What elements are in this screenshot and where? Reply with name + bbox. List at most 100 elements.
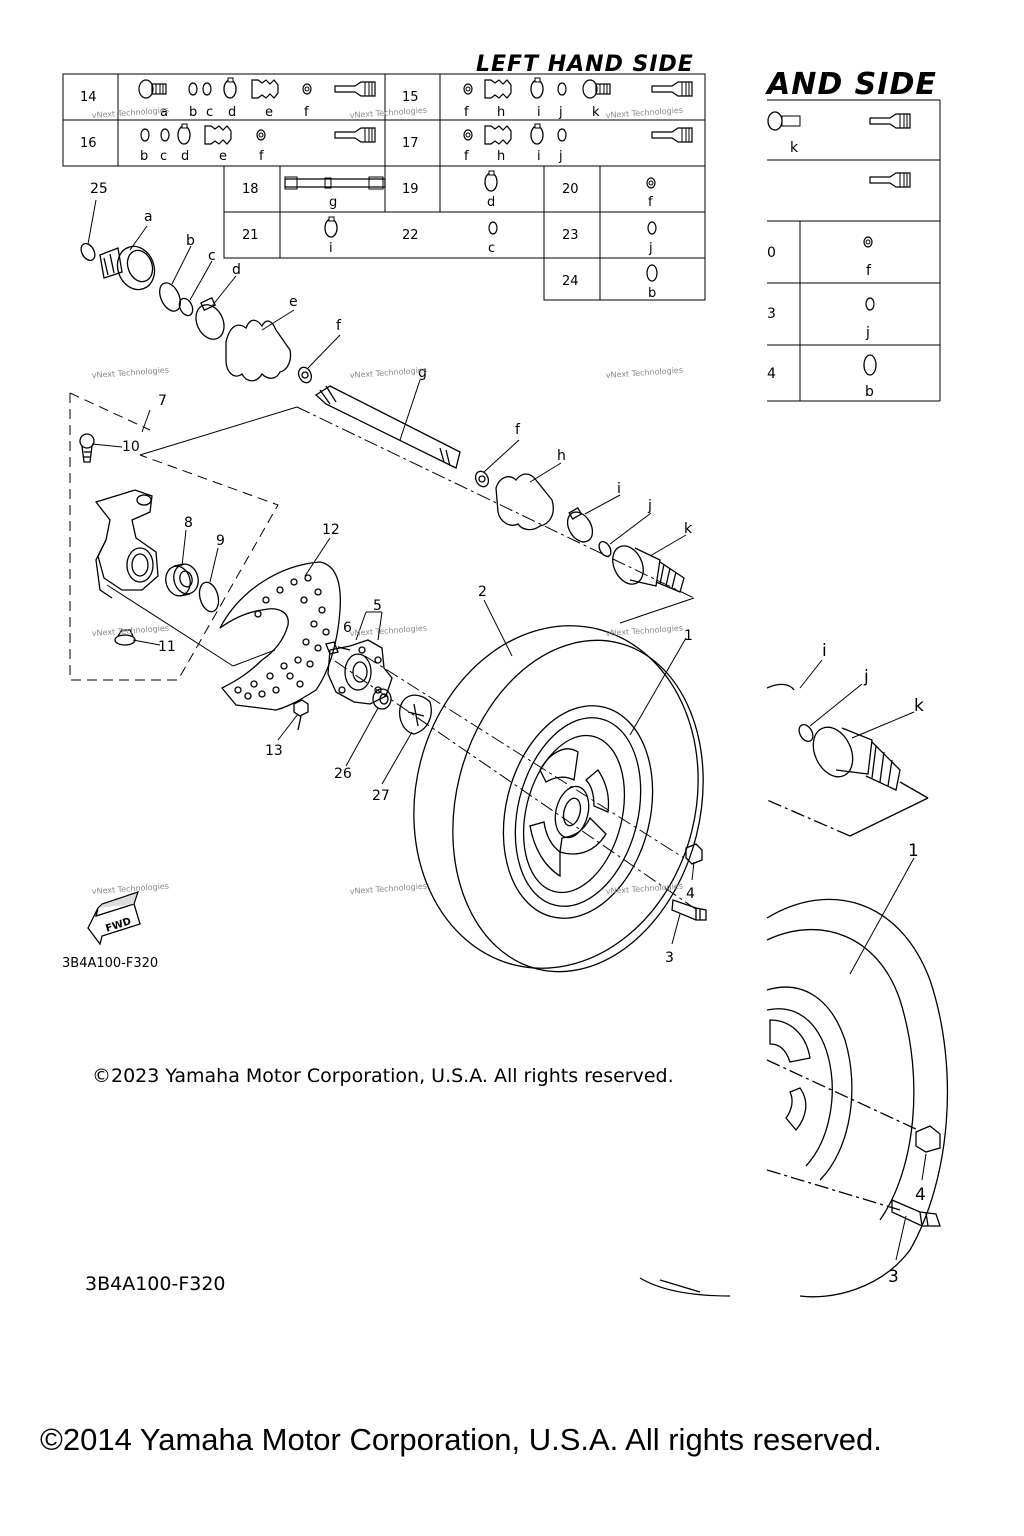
callout-5: 5: [373, 598, 382, 614]
callout-7: 7: [158, 393, 167, 409]
watermark-1: vNext Technologies: [92, 106, 170, 120]
callout-6: 6: [343, 620, 352, 636]
copyright-outer: ©2014 Yamaha Motor Corporation, U.S.A. A…: [40, 1422, 882, 1457]
hub-assembly: [325, 639, 432, 735]
kit-23-letter-j: j: [648, 241, 653, 256]
partial-zoom-drawing: [639, 683, 949, 1298]
kit-19-letter-d: d: [487, 195, 495, 210]
partial-ref-0: 0: [767, 245, 776, 261]
kit-24-letter-b: b: [648, 286, 656, 301]
kit-row-16: b c d e f: [140, 123, 376, 164]
callout-11: 11: [158, 639, 176, 655]
watermark-6: vNext Technologies: [606, 366, 684, 380]
kit-ref-18: 18: [242, 182, 259, 197]
drawing-code: 3B4A100-F320: [62, 956, 158, 971]
callout-2: 2: [478, 584, 487, 600]
kit-18-letter-g: g: [329, 195, 337, 210]
partial-letter-b: b: [865, 384, 874, 400]
kit-table: [62, 73, 706, 301]
callout-26: 26: [334, 766, 352, 782]
kit-22-letter-c: c: [488, 241, 495, 256]
callout-e: e: [289, 294, 298, 310]
kit-ref-20: 20: [562, 182, 579, 197]
kit-15-letter-i: i: [537, 105, 541, 120]
callout-i: i: [617, 481, 621, 497]
kit-14-letter-a: a: [160, 105, 168, 120]
kit-rows-18-24: g d f i c j b: [284, 170, 658, 301]
copyright-inner: ©2023 Yamaha Motor Corporation, U.S.A. A…: [92, 1065, 674, 1087]
kit-row-14: a b c d e f: [138, 77, 376, 120]
kit-14-letter-b: b: [189, 105, 197, 120]
kit-16-letter-d: d: [181, 149, 189, 164]
zoom-callout-1: 1: [908, 841, 919, 861]
kit-ref-23: 23: [562, 228, 579, 243]
callout-a: a: [144, 209, 153, 225]
callout-13: 13: [265, 743, 283, 759]
zoom-callout-3: 3: [888, 1267, 899, 1287]
kit-16-letter-c: c: [160, 149, 167, 164]
kit-14-letter-e: e: [265, 105, 273, 120]
zoom-callout-4: 4: [915, 1185, 926, 1205]
kit-16-letter-f: f: [259, 149, 264, 164]
callout-25: 25: [90, 181, 108, 197]
callout-c: c: [208, 248, 216, 264]
watermark-2: vNext Technologies: [350, 106, 428, 120]
kit-table-refs: 14 15 16 17 18 19 20 21 22 23 24: [80, 90, 579, 289]
kit-ref-24: 24: [562, 274, 579, 289]
kit-ref-21: 21: [242, 228, 259, 243]
fwd-arrow-icon: FWD: [87, 891, 141, 946]
kit-14-letter-c: c: [206, 105, 213, 120]
watermark-10: vNext Technologies: [92, 882, 170, 896]
partial-ref-4: 4: [767, 366, 776, 382]
kit-ref-19: 19: [402, 182, 419, 197]
kit-17-letter-f: f: [464, 149, 469, 164]
kit-14-letter-f: f: [304, 105, 309, 120]
kit-15-letter-k: k: [592, 105, 600, 120]
callout-1: 1: [684, 628, 693, 644]
partial-heading: AND SIDE: [765, 67, 937, 102]
callout-9: 9: [216, 533, 225, 549]
callout-labels: 25 a b c d e f g f h i j k 7 10 8 9 11 1…: [90, 181, 695, 966]
callout-f: f: [336, 318, 342, 334]
wheel-tire: [413, 625, 707, 973]
partial-letter-f: f: [866, 263, 872, 279]
callout-b: b: [186, 233, 195, 249]
kit-17-letter-j: j: [558, 149, 563, 164]
zoom-callout-i: i: [822, 641, 827, 661]
callout-h: h: [557, 448, 566, 464]
callout-4: 4: [686, 886, 695, 902]
watermark-12: vNext Technologies: [606, 882, 684, 896]
callout-3: 3: [665, 950, 674, 966]
callout-27: 27: [372, 788, 390, 804]
kit-15-letter-f: f: [464, 105, 469, 120]
kit-17-letter-h: h: [497, 149, 505, 164]
kit-15-letter-j: j: [558, 105, 563, 120]
callout-12: 12: [322, 522, 340, 538]
kit-21-letter-i: i: [329, 241, 333, 256]
zoom-callout-j: j: [863, 667, 869, 687]
partial-zoom-leaders: [799, 659, 927, 1261]
kit-ref-15: 15: [402, 90, 419, 105]
callout-k: k: [684, 521, 693, 537]
kit-row-15: f h i j k: [463, 77, 693, 120]
watermark-4: vNext Technologies: [92, 366, 170, 380]
watermarks: vNext Technologies vNext Technologies vN…: [92, 106, 684, 896]
partial-table: AND SIDE k 0 f 3 j 4 b: [765, 67, 941, 402]
callout-10: 10: [122, 439, 140, 455]
brake-disc-guard: [219, 561, 341, 731]
drawing-code-partial: 3B4A100-F320: [85, 1273, 226, 1295]
callout-f2: f: [515, 422, 521, 438]
callout-8: 8: [184, 515, 193, 531]
watermark-3: vNext Technologies: [606, 106, 684, 120]
kit-20-letter-f: f: [648, 195, 653, 210]
kit-ref-16: 16: [80, 136, 97, 151]
watermark-11: vNext Technologies: [350, 882, 428, 896]
kit-row-17: f h i j: [463, 123, 693, 164]
diagram-heading: LEFT HAND SIDE: [476, 52, 694, 77]
knuckle-group-box: [69, 392, 279, 681]
kit-14-letter-d: d: [228, 105, 236, 120]
partial-letter-j: j: [865, 325, 870, 341]
watermark-9: vNext Technologies: [606, 624, 684, 638]
kit-ref-14: 14: [80, 90, 97, 105]
partial-zoom-labels: i j k 1 4 3: [822, 641, 926, 1287]
